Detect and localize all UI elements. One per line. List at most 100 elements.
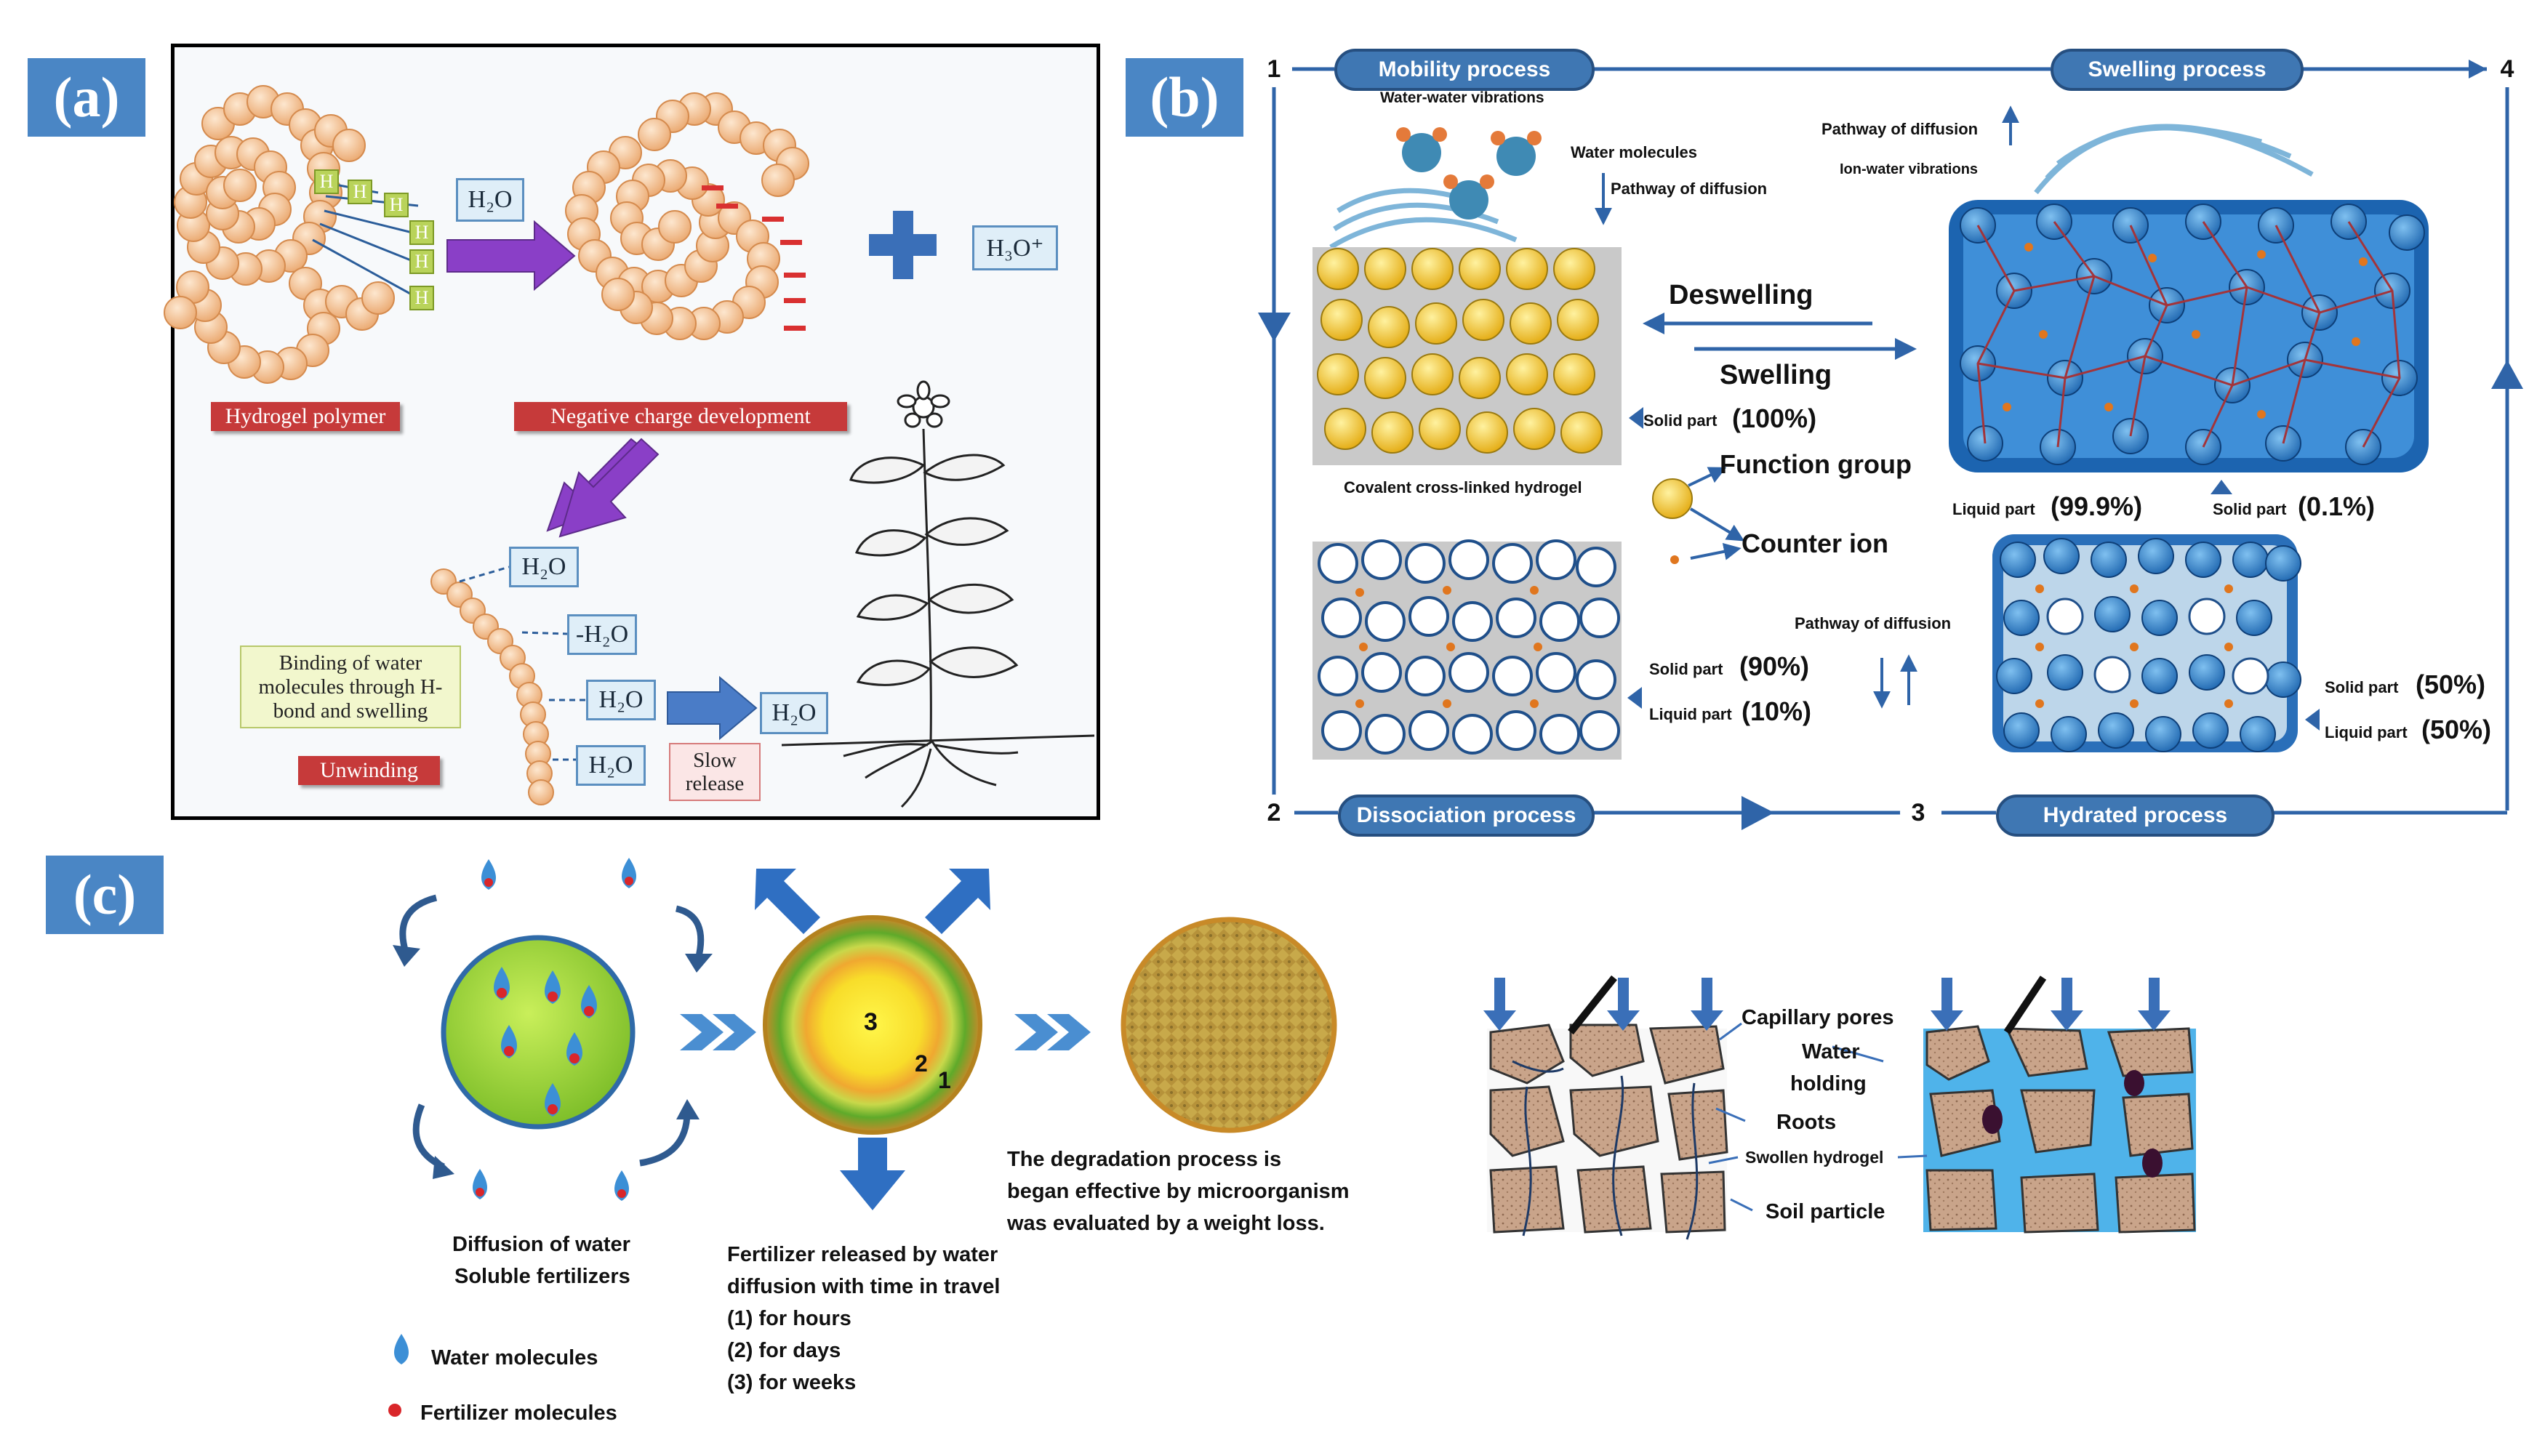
liquid-part-label: Liquid part [1952,500,2035,518]
solid-part-01-label: Solid part [2213,500,2287,518]
capillary-pores-label: Capillary pores [1742,1006,1894,1029]
negative-charge-marks [702,185,806,331]
chevrons-2 [1014,1014,1091,1050]
hydrated-gel-block [1992,534,2301,752]
panel-label-a: (a) [28,58,145,137]
liquid-part-50-value: (50%) [2421,715,2492,744]
solid-part-100-value: (100%) [1732,403,1817,433]
ripple-arcs-right [2034,124,2314,195]
green-hydrogel-sphere [441,935,636,1130]
solid-part-90-label: Solid part [1649,660,1723,678]
frame-arrow-top-right [2469,60,2487,79]
panel-label-b: (b) [1126,58,1243,137]
purple-arrow-right [446,220,576,291]
mobility-process-pill: Mobility process [1334,49,1595,91]
h-group-6: H [409,286,434,310]
frame-arrow-left-down [1258,313,1291,342]
negative-charge-label: Negative charge development [514,402,847,431]
pathway-of-diffusion-text: Pathway of diffusion [1611,180,1768,198]
water-molecules-cluster [1396,127,1542,220]
unwound-polymer-chain [430,568,554,805]
degradation-caption-3: was evaluated by a weight loss. [1007,1212,1325,1235]
diffusion-caption-1: Diffusion of water [452,1233,630,1256]
solid-part-100-label: Solid part [1643,411,1718,430]
swollen-gel-block [1949,200,2429,472]
pathway-of-diffusion-top-text: Pathway of diffusion [1821,120,1979,138]
soil-left-arrows [1483,978,1723,1031]
water-box-top: H₂O [456,178,524,222]
liquid-part-value: (99.9%) [2051,491,2143,521]
layer-number-3: 3 [864,1008,878,1036]
panel-label-c: (c) [46,856,164,934]
release-caption-1: Fertilizer released by water [727,1243,998,1266]
hydronium-box: H₃O⁺ [972,225,1058,270]
liquid-part-10-label: Liquid part [1649,705,1732,723]
solid-part-01-value: (0.1%) [2298,491,2376,521]
solid-part-50-value: (50%) [2416,669,2486,699]
degraded-sphere [1121,917,1337,1133]
binding-text-box: Binding of water molecules through H-bon… [240,645,461,728]
release-arrow-right-up [925,869,990,934]
water-chain-1: H₂O [509,547,579,587]
legend-water-droplet-icon [394,1334,409,1364]
corner-number-4: 4 [2489,51,2525,87]
water-molecules-text: Water molecules [1571,143,1698,161]
function-group-text: Function group [1720,449,1912,479]
pathway-of-diffusion-mid-text: Pathway of diffusion [1795,614,1952,632]
release-caption-2: diffusion with time in travel [727,1275,1001,1298]
layered-release-sphere [763,915,982,1135]
negative-charge-coil [565,92,809,340]
release-caption-5: (3) for weeks [727,1371,857,1394]
corner-number-1: 1 [1256,51,1292,87]
slow-release-box: Slow release [669,743,761,801]
water-chain-2: -H₂O [567,614,637,655]
diffusion-caption-2: Soluble fertilizers [454,1265,630,1288]
dissociated-gel-block [1312,539,1622,760]
layer-number-2: 2 [915,1050,928,1077]
release-caption-4: (2) for days [727,1339,841,1362]
h-group-3: H [384,193,409,217]
swelling-process-pill: Swelling process [2051,49,2304,91]
covalent-hydrogel-text: Covalent cross-linked hydrogel [1344,478,1582,496]
release-caption-3: (1) for hours [727,1307,851,1330]
corner-number-3: 3 [1900,795,1936,831]
soil-label-connectors [1708,1022,1928,1212]
h-group-2: H [348,180,372,204]
swollen-hydrogel-label: Swollen hydrogel [1745,1148,1884,1167]
legend-fertilizer-label: Fertilizer molecules [420,1401,617,1425]
soil-right [1923,976,2196,1234]
deswelling-text: Deswelling [1669,280,1813,310]
soil-right-arrows [1931,978,2171,1031]
water-bond-dashes [459,566,585,761]
water-holding-label-1: Water [1802,1040,1860,1063]
slow-release-arrow [667,675,758,741]
hydrogel-polymer-label: Hydrogel polymer [211,402,400,431]
swelling-text: Swelling [1720,360,1832,390]
layer-number-1: 1 [938,1067,951,1093]
function-group-bead [1652,478,1693,519]
soil-left [1487,975,1728,1240]
roots-label: Roots [1776,1111,1837,1134]
solid-part-90-value: (90%) [1739,651,1810,681]
plus-sign [869,211,937,279]
legend-water-label: Water molecules [431,1346,598,1369]
chevrons [1627,407,2320,731]
dissociation-process-pill: Dissociation process [1338,795,1595,837]
degradation-caption-2: began effective by microorganism [1007,1180,1350,1203]
water-chain-3: H₂O [586,680,656,720]
liquid-part-50-label: Liquid part [2325,723,2408,741]
counter-ion-text: Counter ion [1742,528,1888,558]
water-chain-4: H₂O [576,745,646,786]
water-water-vibrations-text: Water-water vibrations [1380,89,1544,106]
h-group-1: H [314,169,339,194]
hydrogel-polymer-coil [164,85,395,384]
corner-number-2: 2 [1256,795,1292,831]
yellow-beads [1317,248,1603,454]
ion-water-vibrations-text: Ion-water vibrations [1840,161,1979,177]
water-holding-label-2: holding [1790,1072,1867,1095]
solid-part-50-label: Solid part [2325,678,2399,696]
degradation-caption-1: The degradation process is [1007,1148,1282,1171]
